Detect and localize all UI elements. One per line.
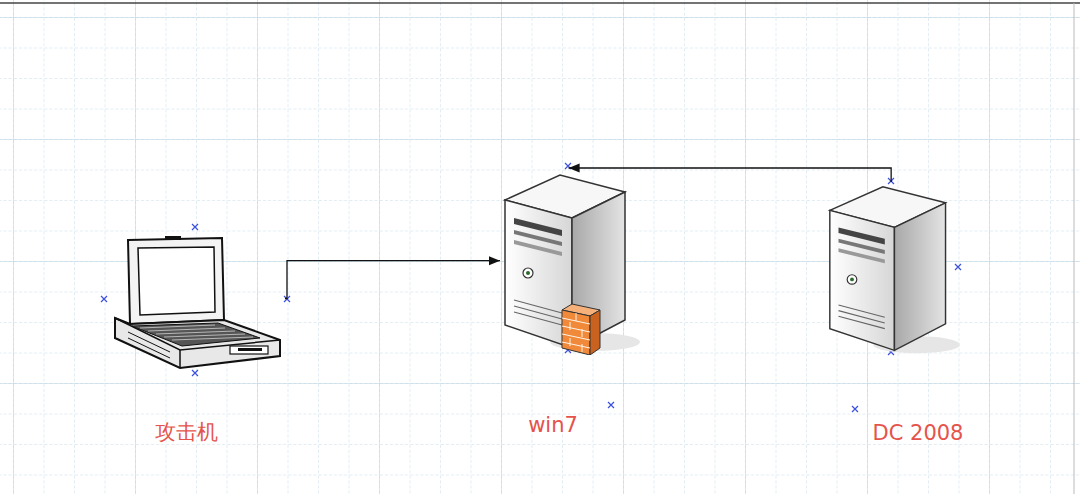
arrow-connector (569, 164, 892, 183)
host-label: 攻击机 (155, 420, 218, 445)
server-icon (825, 182, 960, 357)
firewall-icon (562, 304, 600, 355)
host-node: DC 2008 (825, 182, 960, 357)
anchor-marks (101, 163, 961, 412)
laptop-icon (110, 228, 285, 378)
host-label: win7 (528, 413, 578, 438)
host-node: win7 (500, 170, 640, 355)
host-label: DC 2008 (873, 421, 964, 446)
server-icon (500, 170, 640, 355)
host-node: 攻击机 (110, 228, 285, 378)
arrow-connector (285, 256, 500, 298)
